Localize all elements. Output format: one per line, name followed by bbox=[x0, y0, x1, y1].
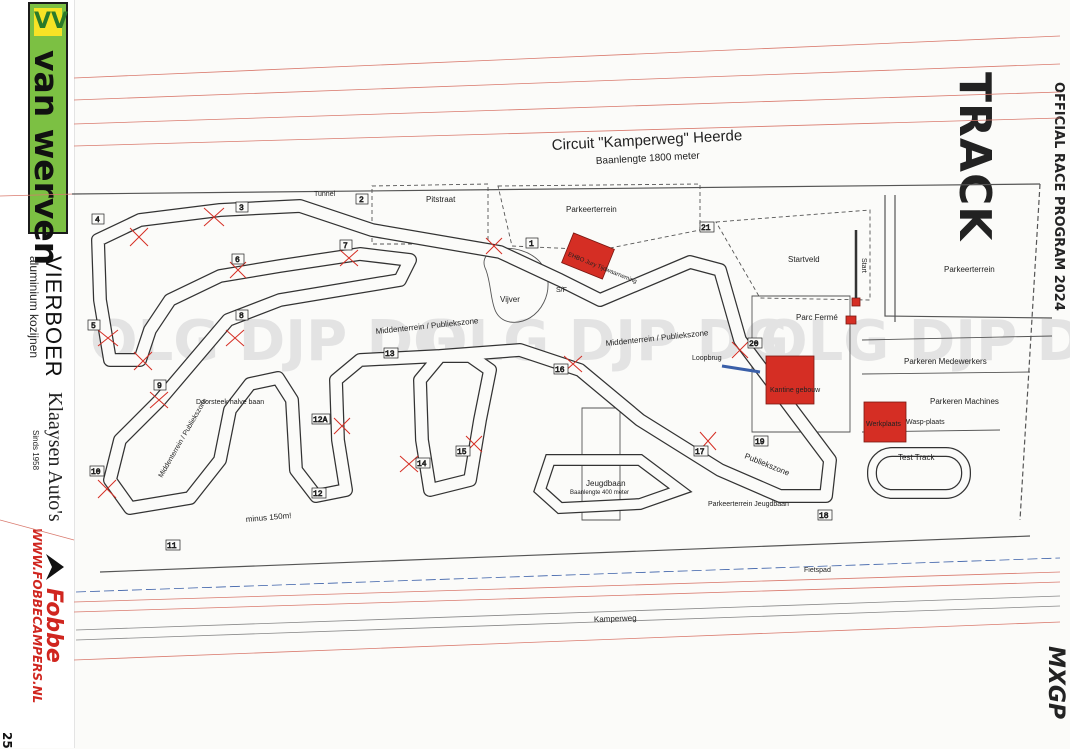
label-werkplaats: Werkplaats bbox=[866, 421, 901, 428]
marker-12: 12 bbox=[311, 487, 327, 499]
label-vijver: Vijver bbox=[500, 295, 520, 304]
label-loopbrug: Loopbrug bbox=[692, 355, 722, 362]
map-title: Circuit "Kamperweg" Heerde bbox=[551, 127, 742, 154]
main-track bbox=[91, 199, 837, 515]
parc-ferme-zone bbox=[751, 295, 851, 433]
label-parc-ferme: Parc Fermé bbox=[796, 313, 838, 322]
label-jeugdbaan-length: Baanlengte 400 meter bbox=[570, 490, 629, 496]
parkeerterrein-top-zone bbox=[497, 183, 701, 251]
sponsor-sidebar: VV van werven VIERBOER aluminium kozijne… bbox=[0, 0, 75, 749]
svg-text:5: 5 bbox=[91, 322, 96, 331]
label-tunnel: Tunnel bbox=[314, 191, 336, 198]
marker-5: 5 bbox=[87, 319, 101, 331]
ehbo-building bbox=[561, 232, 615, 280]
label-parkeerterrein-jeugdbaan: Parkeerterrein Jeugdbaan bbox=[708, 501, 789, 508]
marker-8: 8 bbox=[235, 309, 249, 321]
buildings bbox=[561, 232, 907, 443]
svg-text:9: 9 bbox=[157, 382, 162, 391]
corner-markers: 1 2 3 4 5 6 7 8 9 10 11 12 12A 13 14 15 … bbox=[87, 193, 833, 551]
label-publiekszone: Publiekszone bbox=[743, 452, 791, 478]
start-marker-box bbox=[851, 297, 861, 307]
label-parkeren-machines: Parkeren Machines bbox=[930, 397, 999, 406]
label-parkeerterrein-top: Parkeerterrein bbox=[566, 205, 617, 214]
svg-text:7: 7 bbox=[343, 242, 348, 251]
svg-text:8: 8 bbox=[239, 312, 244, 321]
marker-14: 14 bbox=[415, 457, 431, 469]
marker-1: 1 bbox=[525, 237, 539, 249]
label-fietspad: Fietspad bbox=[804, 567, 831, 574]
map-subtitle: Baanlengte 1800 meter bbox=[596, 151, 701, 167]
svg-text:10: 10 bbox=[91, 468, 101, 477]
jump-crosses bbox=[97, 207, 749, 499]
marker-15: 15 bbox=[455, 445, 471, 457]
label-start: Start bbox=[860, 258, 867, 273]
marker-6: 6 bbox=[231, 253, 245, 265]
marker-9: 9 bbox=[153, 379, 167, 391]
marker-7: 7 bbox=[339, 239, 353, 251]
label-middenterrein-left: Middenterrein / Publiekszone bbox=[158, 397, 209, 479]
svg-text:3: 3 bbox=[239, 204, 244, 213]
property-lines bbox=[0, 35, 1061, 661]
parc-ferme-marker-box bbox=[845, 315, 857, 325]
label-parkeren-medewerkers: Parkeren Medewerkers bbox=[904, 357, 987, 366]
marker-12a: 12A bbox=[311, 413, 331, 425]
label-kamperweg: Kamperweg bbox=[594, 614, 637, 624]
werkplaats-building bbox=[863, 401, 907, 443]
svg-text:2: 2 bbox=[359, 196, 364, 205]
svg-text:6: 6 bbox=[235, 256, 240, 265]
label-kantine: Kantine gebouw bbox=[770, 387, 821, 394]
jeugdbaan-track bbox=[533, 454, 693, 515]
svg-text:1: 1 bbox=[529, 240, 534, 249]
label-minus: minus 150m! bbox=[245, 511, 291, 524]
fobbe-swoosh-icon bbox=[46, 554, 64, 580]
marker-2: 2 bbox=[355, 193, 369, 205]
svg-text:13: 13 bbox=[385, 350, 395, 359]
jeugdbaan-paddock bbox=[581, 407, 621, 521]
svg-text:19: 19 bbox=[755, 438, 765, 447]
label-doorsteek: Doorsteek halve baan bbox=[196, 399, 264, 406]
svg-text:12A: 12A bbox=[313, 416, 328, 425]
label-sf: S/F bbox=[556, 287, 567, 294]
label-wasplaats: Wasp-plaats bbox=[906, 419, 945, 426]
marker-11: 11 bbox=[165, 539, 181, 551]
marker-19: 19 bbox=[753, 435, 769, 447]
marker-21: 21 bbox=[699, 221, 715, 233]
marker-10: 10 bbox=[89, 465, 105, 477]
marker-16: 16 bbox=[553, 363, 569, 375]
marker-13: 13 bbox=[383, 347, 399, 359]
test-track bbox=[867, 447, 971, 499]
label-test-track: Test Track bbox=[898, 453, 935, 462]
svg-text:16: 16 bbox=[555, 366, 565, 375]
svg-text:4: 4 bbox=[95, 216, 100, 225]
loopbrug-bridge bbox=[721, 364, 761, 374]
label-startveld: Startveld bbox=[788, 255, 820, 264]
svg-text:11: 11 bbox=[167, 542, 177, 551]
svg-text:20: 20 bbox=[749, 340, 759, 349]
kantine-building bbox=[765, 355, 815, 405]
label-parkeerterrein-right: Parkeerterrein bbox=[944, 265, 995, 274]
svg-text:14: 14 bbox=[417, 460, 427, 469]
roads bbox=[75, 557, 1061, 641]
marker-18: 18 bbox=[817, 509, 833, 521]
circuit-boundary bbox=[71, 183, 1053, 573]
marker-20: 20 bbox=[747, 337, 763, 349]
label-pitstraat: Pitstraat bbox=[426, 195, 456, 204]
svg-text:12: 12 bbox=[313, 490, 323, 499]
label-jeugdbaan: Jeugdbaan bbox=[586, 479, 626, 488]
marker-4: 4 bbox=[91, 213, 105, 225]
marker-3: 3 bbox=[235, 201, 249, 213]
svg-text:18: 18 bbox=[819, 512, 829, 521]
marker-17: 17 bbox=[693, 445, 709, 457]
svg-text:15: 15 bbox=[457, 448, 467, 457]
svg-text:21: 21 bbox=[701, 224, 711, 233]
svg-text:17: 17 bbox=[695, 448, 705, 457]
